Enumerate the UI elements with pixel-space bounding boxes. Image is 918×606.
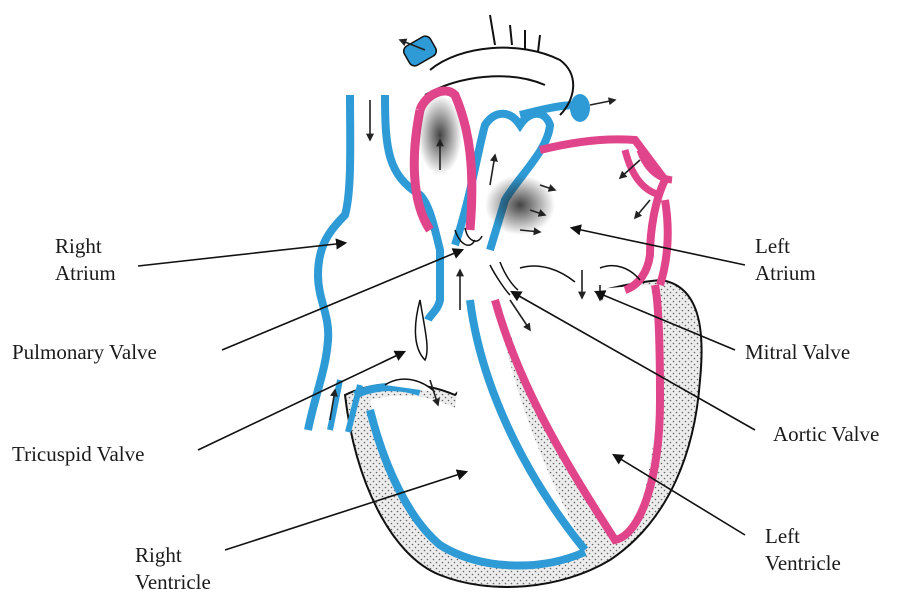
label-left-ventricle: Left Ventricle [765, 523, 841, 577]
label-right-ventricle-text: Right Ventricle [135, 542, 211, 596]
aortic-branches [490, 15, 540, 52]
label-aortic-valve: Aortic Valve [773, 421, 879, 448]
label-aortic-valve-text: Aortic Valve [773, 422, 879, 446]
label-pulmonary-valve: Pulmonary Valve [12, 339, 157, 366]
label-left-atrium: Left Atrium [755, 233, 816, 287]
label-right-atrium-text: Right Atrium [55, 233, 116, 287]
label-tricuspid-valve: Tricuspid Valve [12, 441, 144, 468]
pulmonary-artery-branch-left [402, 34, 439, 68]
label-right-atrium: Right Atrium [55, 233, 116, 287]
label-tricuspid-valve-text: Tricuspid Valve [12, 442, 144, 466]
label-mitral-valve-text: Mitral Valve [745, 340, 850, 364]
label-mitral-valve: Mitral Valve [745, 339, 850, 366]
mitral-valve-shape [520, 266, 640, 282]
label-left-atrium-text: Left Atrium [755, 233, 816, 287]
leader-left-atrium [572, 228, 745, 265]
aortic-valve-shape [490, 262, 518, 295]
leader-right-atrium [138, 243, 345, 266]
label-pulmonary-valve-text: Pulmonary Valve [12, 340, 157, 364]
label-left-ventricle-text: Left Ventricle [765, 523, 841, 577]
label-right-ventricle: Right Ventricle [135, 542, 211, 596]
